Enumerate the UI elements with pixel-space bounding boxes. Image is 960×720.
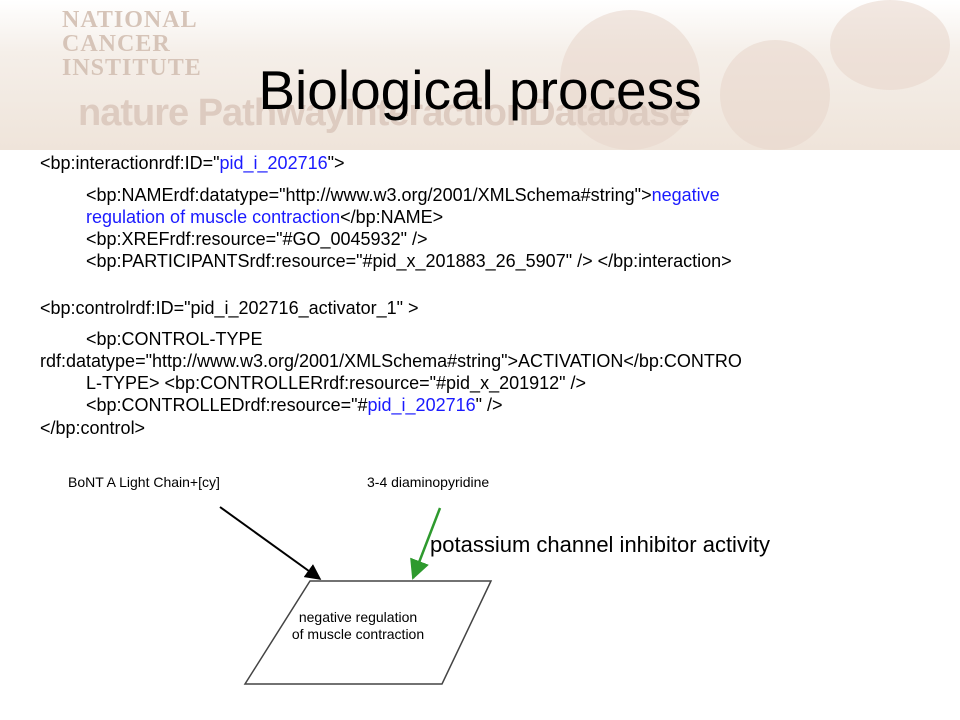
code-line: L-TYPE> <bp:CONTROLLERrdf:resource="#pid… bbox=[86, 372, 586, 394]
code-text: rdf:datatype="http://www.w3.org/2001/XML… bbox=[40, 351, 742, 371]
pathway-diagram: BoNT A Light Chain+[cy] 3-4 diaminopyrid… bbox=[68, 474, 770, 685]
code-text: " /> bbox=[475, 395, 503, 415]
code-text: <bp:interactionrdf:ID=" bbox=[40, 153, 220, 173]
code-line: <bp:interactionrdf:ID="pid_i_202716"> bbox=[40, 152, 345, 174]
controller-label-bont: BoNT A Light Chain+[cy] bbox=[68, 474, 220, 490]
code-line: <bp:XREFrdf:resource="#GO_0045932" /> bbox=[86, 228, 427, 250]
code-line: <bp:CONTROLLEDrdf:resource="#pid_i_20271… bbox=[86, 394, 503, 416]
code-name-value: regulation of muscle contraction bbox=[86, 207, 341, 227]
process-label-line1: negative regulation bbox=[299, 609, 417, 625]
code-text: <bp:XREFrdf:resource="#GO_0045932" /> bbox=[86, 229, 428, 249]
code-text: <bp:controlrdf:ID="pid_i_202716_activato… bbox=[40, 298, 419, 318]
code-text: </bp:NAME> bbox=[340, 207, 444, 227]
slide-title: Biological process bbox=[258, 59, 702, 121]
code-text: <bp:CONTROLLEDrdf:resource="# bbox=[86, 395, 368, 415]
process-node bbox=[243, 580, 493, 685]
header-banner: NATIONAL CANCER INSTITUTE nature Pathway… bbox=[0, 0, 960, 150]
code-id: pid_i_202716 bbox=[367, 395, 476, 415]
code-text: <bp:CONTROL-TYPE bbox=[86, 329, 263, 349]
logo-line: INSTITUTE bbox=[62, 55, 202, 81]
code-text: </bp:control> bbox=[40, 418, 146, 438]
code-text: L-TYPE> <bp:CONTROLLERrdf:resource="#pid… bbox=[86, 373, 587, 393]
code-id: pid_i_202716 bbox=[219, 153, 328, 173]
code-line: <bp:controlrdf:ID="pid_i_202716_activato… bbox=[40, 297, 419, 319]
code-line: regulation of muscle contraction</bp:NAM… bbox=[86, 206, 443, 228]
code-line: </bp:control> bbox=[40, 417, 145, 439]
code-name-value: negative bbox=[651, 185, 720, 205]
code-line: <bp:CONTROL-TYPE bbox=[86, 328, 263, 350]
code-line: <bp:NAMErdf:datatype="http://www.w3.org/… bbox=[86, 184, 720, 206]
code-text: "> bbox=[327, 153, 345, 173]
inhibitor-arrow bbox=[410, 507, 442, 580]
nci-logo: NATIONAL CANCER INSTITUTE bbox=[62, 8, 202, 80]
code-line: rdf:datatype="http://www.w3.org/2001/XML… bbox=[40, 350, 742, 372]
edge-label: potassium channel inhibitor activity bbox=[430, 532, 770, 557]
code-text: <bp:NAMErdf:datatype="http://www.w3.org/… bbox=[86, 185, 652, 205]
controller-label-diaminopyridine: 3-4 diaminopyridine bbox=[367, 474, 489, 490]
code-text: <bp:PARTICIPANTSrdf:resource="#pid_x_201… bbox=[86, 251, 732, 271]
banner-decoration bbox=[560, 10, 700, 150]
banner-decoration bbox=[830, 0, 950, 90]
pid-watermark: nature PathwayInteractionDatabase bbox=[78, 92, 690, 134]
logo-line: CANCER bbox=[62, 31, 171, 57]
logo-line: NATIONAL bbox=[62, 7, 198, 33]
activation-arrow bbox=[219, 506, 322, 580]
code-line: <bp:PARTICIPANTSrdf:resource="#pid_x_201… bbox=[86, 250, 732, 272]
banner-decoration bbox=[720, 40, 830, 150]
process-label-line2: of muscle contraction bbox=[292, 626, 424, 642]
